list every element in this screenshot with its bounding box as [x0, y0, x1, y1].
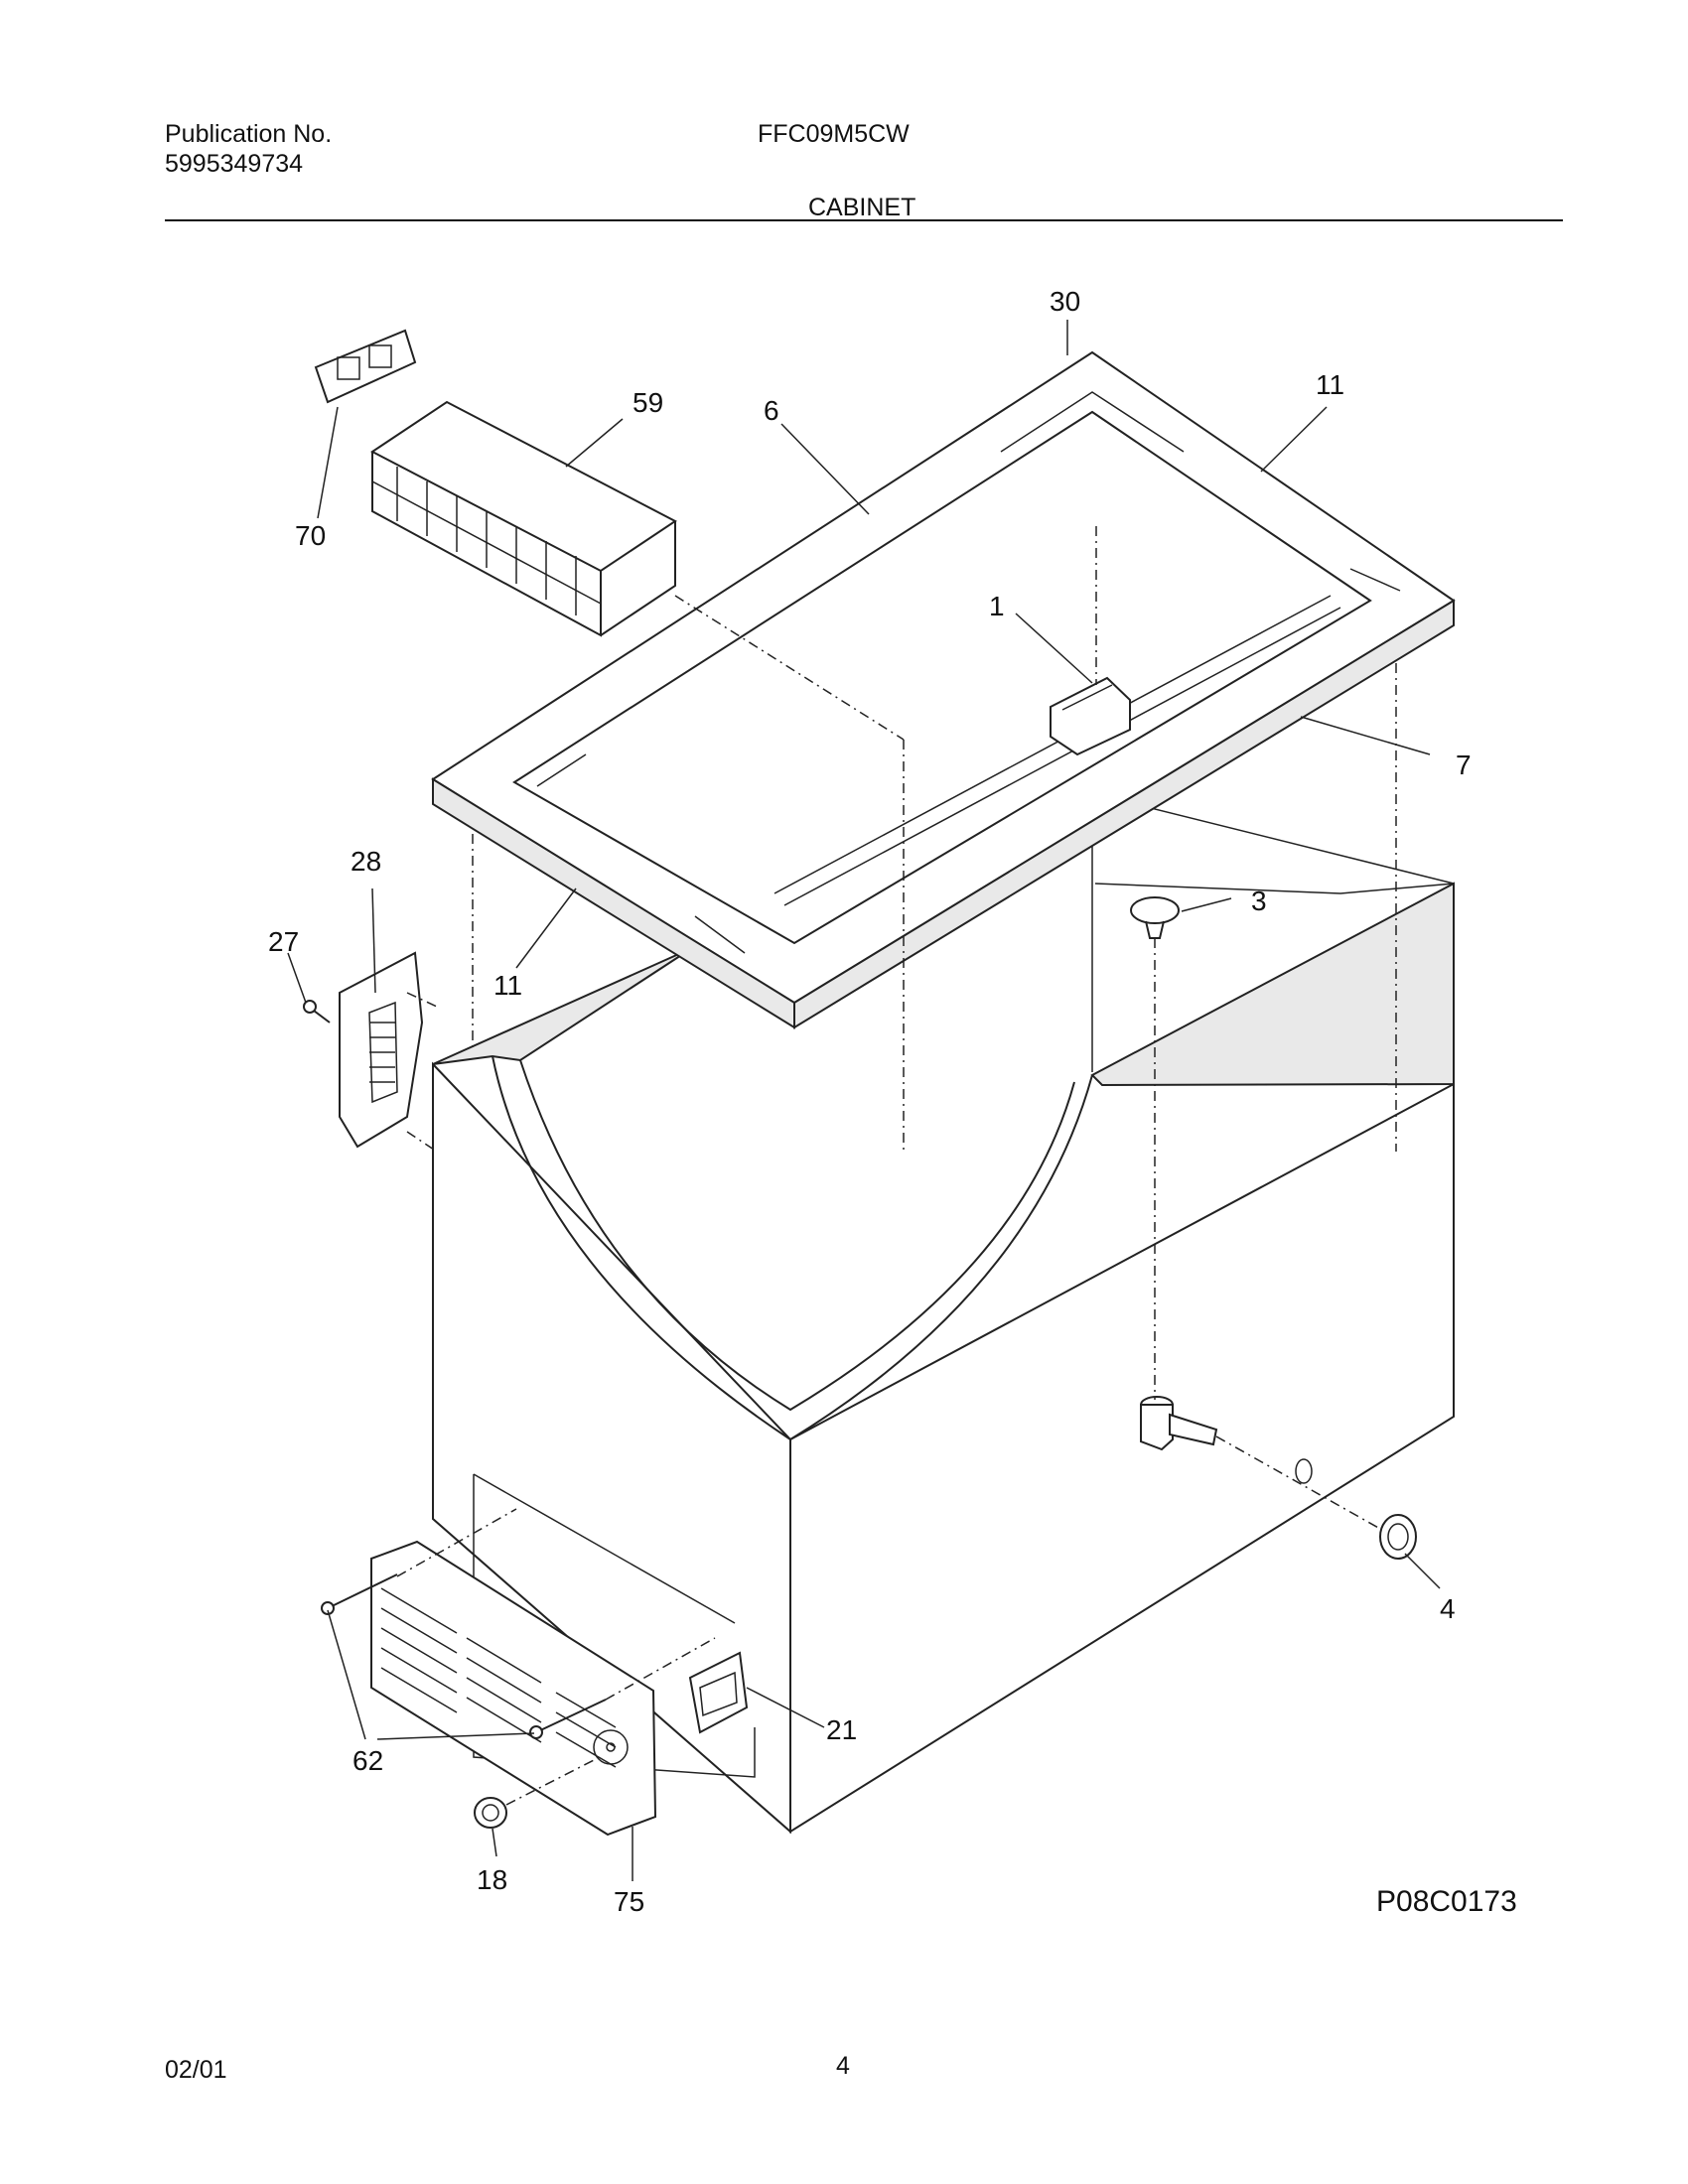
drain-tube: [1140, 1396, 1218, 1451]
callout-18: 18: [477, 1864, 507, 1895]
callout-30: 30: [1050, 286, 1080, 317]
drain-hole: [1295, 1458, 1313, 1484]
callout-labels: 30 11 59 6 70 1 7 28 3 27 11 4 21 62 18 …: [268, 286, 1472, 1917]
wire-basket: [370, 400, 677, 637]
callout-1: 1: [989, 591, 1005, 621]
callout-28: 28: [351, 846, 381, 877]
callout-4: 4: [1440, 1593, 1456, 1624]
callout-75: 75: [614, 1886, 644, 1917]
diagram-code: P08C0173: [1376, 1885, 1517, 1918]
publication-label: Publication No.: [165, 120, 333, 148]
kick-plate-grille: [370, 1540, 657, 1837]
hinge-screw: [303, 1000, 331, 1024]
callout-7: 7: [1456, 750, 1472, 780]
leader-lines: [287, 320, 1441, 1881]
callout-11-top: 11: [1316, 369, 1344, 400]
footer-date: 02/01: [165, 2056, 227, 2084]
drain-plug: [1130, 896, 1180, 939]
callout-11-bottom: 11: [493, 970, 522, 1001]
model-number: FFC09M5CW: [758, 120, 910, 148]
basket-bracket: [314, 329, 417, 404]
grille-screws: [321, 1573, 607, 1739]
callout-3: 3: [1251, 886, 1267, 916]
page-number: 4: [836, 2052, 850, 2080]
callout-62: 62: [352, 1745, 383, 1776]
callout-6: 6: [764, 395, 779, 426]
lid-hinge: [339, 951, 424, 1149]
grille-plug: [474, 1797, 507, 1829]
drain-cap: [1379, 1514, 1417, 1560]
switch: [688, 1651, 749, 1734]
callout-70: 70: [295, 520, 326, 551]
header-rule: [165, 219, 1563, 221]
latch-handle: [1050, 676, 1131, 756]
section-title: CABINET: [808, 194, 916, 221]
callout-27: 27: [268, 926, 299, 957]
publication-number: 5995349734: [165, 150, 304, 178]
lid-gasket-frame: [431, 350, 1456, 1029]
callout-21: 21: [826, 1714, 857, 1745]
callout-59: 59: [633, 387, 663, 418]
